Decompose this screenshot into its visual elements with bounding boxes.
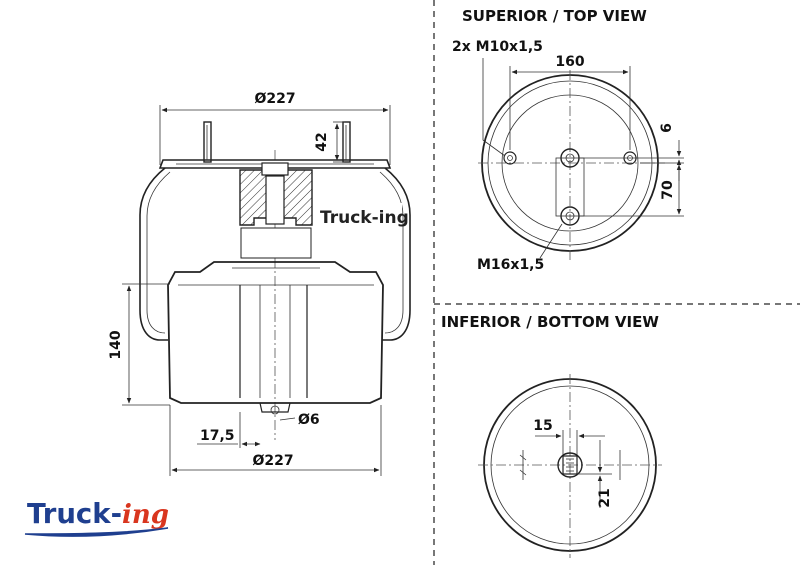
side-stud-height: 42	[314, 132, 330, 151]
top-studs-label: 2x M10x1,5	[452, 39, 543, 55]
section-dividers	[433, 0, 800, 565]
bottom-offset: 21	[597, 488, 613, 507]
bottom-view-title: INFERIOR / BOTTOM VIEW	[441, 313, 659, 331]
top-offset-70: 70	[660, 180, 676, 200]
side-view: Ø227 42 140 Ø6 17,5 Ø227 Truck-ing	[108, 91, 411, 476]
top-center-thread-label: M16x1,5	[477, 257, 544, 273]
bottom-width: 15	[533, 418, 552, 434]
side-bottom-diameter: Ø227	[252, 453, 293, 469]
bottom-view: INFERIOR / BOTTOM VIEW 15 21	[441, 313, 662, 558]
watermark-logo-text: Truck-ing	[320, 208, 409, 228]
top-view-title: SUPERIOR / TOP VIEW	[462, 7, 647, 25]
top-offset-small: 6	[659, 123, 675, 133]
watermark-logo: Truck-ing	[318, 203, 409, 229]
side-piston-height: 140	[108, 330, 124, 359]
svg-text:Truck-: Truck-	[27, 497, 122, 530]
side-top-diameter: Ø227	[254, 91, 295, 107]
side-pin-offset: 17,5	[200, 428, 235, 444]
top-view: SUPERIOR / TOP VIEW 2x M10x1,5 160	[452, 7, 684, 273]
top-stud-spacing: 160	[555, 54, 584, 70]
brand-logo: Truck- ing	[24, 497, 169, 537]
side-pin-diameter: Ø6	[298, 412, 320, 428]
svg-text:ing: ing	[122, 500, 169, 530]
